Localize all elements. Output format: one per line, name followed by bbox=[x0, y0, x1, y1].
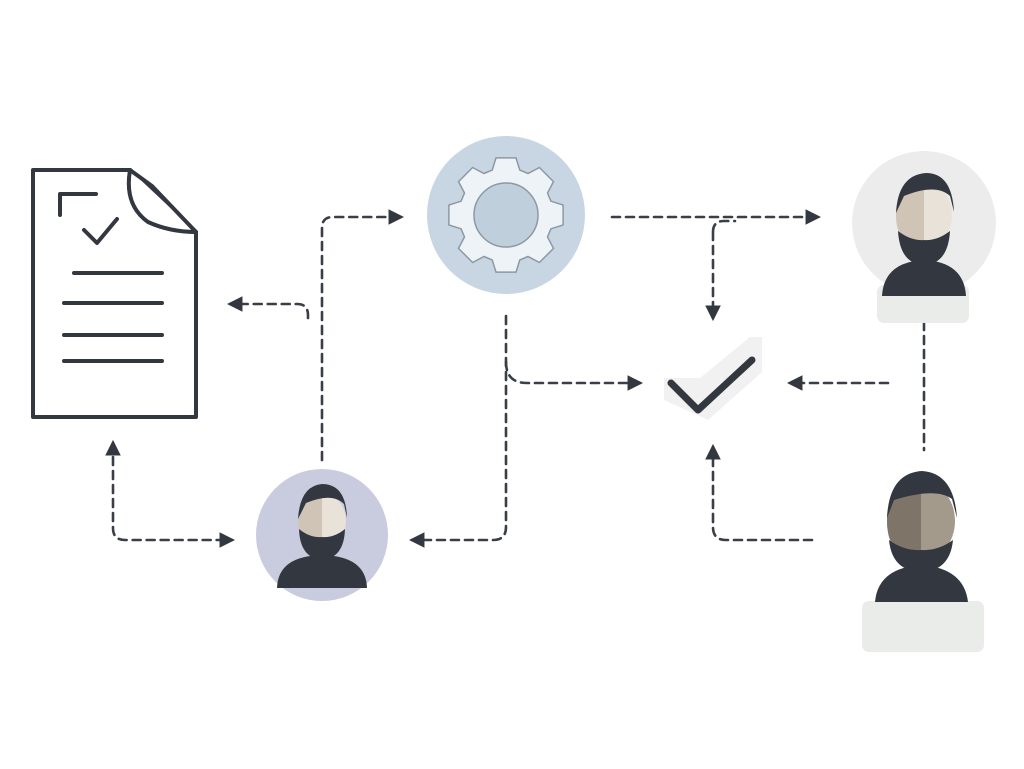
connector-group bbox=[105, 209, 926, 548]
person-avatar-icon bbox=[882, 173, 966, 296]
connector-process-to-requester bbox=[408, 314, 508, 548]
connector-approver-to-approval-bottom bbox=[705, 443, 814, 542]
approval-node-background bbox=[664, 337, 762, 420]
requester-node bbox=[256, 469, 388, 601]
checkmark-icon bbox=[667, 356, 756, 414]
connector-process-to-approval bbox=[504, 360, 644, 391]
document-node bbox=[31, 168, 198, 419]
connector-reviewer-to-approval-branch bbox=[713, 219, 737, 318]
approver-node-card bbox=[862, 601, 984, 652]
connector-requester-to-process bbox=[320, 209, 405, 462]
connector-document-to-requester bbox=[105, 439, 236, 548]
process-node bbox=[427, 136, 585, 294]
approver-node bbox=[862, 471, 984, 652]
person-avatar-icon bbox=[875, 471, 968, 602]
reviewer-node bbox=[852, 151, 996, 323]
connector-requester-to-document bbox=[226, 296, 310, 320]
gear-icon bbox=[448, 157, 564, 273]
approval-node bbox=[664, 337, 762, 420]
document-checklist-icon bbox=[31, 168, 198, 419]
person-avatar-icon bbox=[277, 484, 367, 588]
